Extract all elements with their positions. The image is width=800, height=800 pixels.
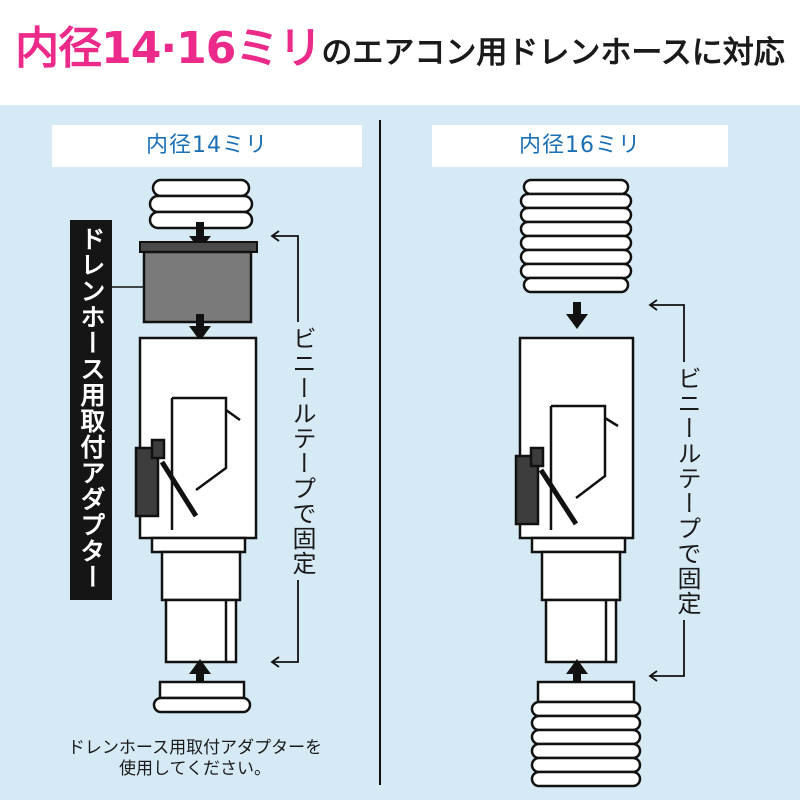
- left-arrow-2: [189, 314, 211, 341]
- adapter-gray: [139, 241, 258, 324]
- right-hose-top: [519, 178, 633, 294]
- left-connector: [134, 336, 258, 664]
- title-highlight: 内径14·16ミリ: [15, 23, 322, 74]
- left-hose-top: [148, 178, 254, 230]
- right-arrow-2: [566, 659, 588, 688]
- title-rest: のエアコン用ドレンホースに対応: [321, 35, 785, 71]
- diagram-background: [0, 105, 800, 800]
- right-arrow-1: [566, 302, 588, 329]
- adapter-banner: ドレンホース用取付アダプター: [70, 220, 112, 600]
- page-title: 内径14·16ミリのエアコン用ドレンホースに対応: [0, 12, 800, 76]
- adapter-note: ドレンホース用取付アダプターを 使用してください。: [20, 738, 370, 780]
- left-tape-label: ビニールテープで固定: [285, 322, 320, 580]
- note-line-1: ドレンホース用取付アダプターを: [67, 738, 323, 758]
- label-inner-16mm: 内径16ミリ: [432, 125, 728, 167]
- right-connector: [514, 336, 635, 664]
- label-inner-14mm: 内径14ミリ: [52, 125, 362, 167]
- left-arrow-3: [189, 659, 211, 688]
- right-tape-label: ビニールテープで固定: [670, 362, 705, 620]
- note-line-2: 使用してください。: [119, 759, 271, 779]
- left-hose-bottom: [152, 680, 252, 714]
- panel-divider: [379, 120, 381, 785]
- right-hose-bottom: [530, 680, 642, 788]
